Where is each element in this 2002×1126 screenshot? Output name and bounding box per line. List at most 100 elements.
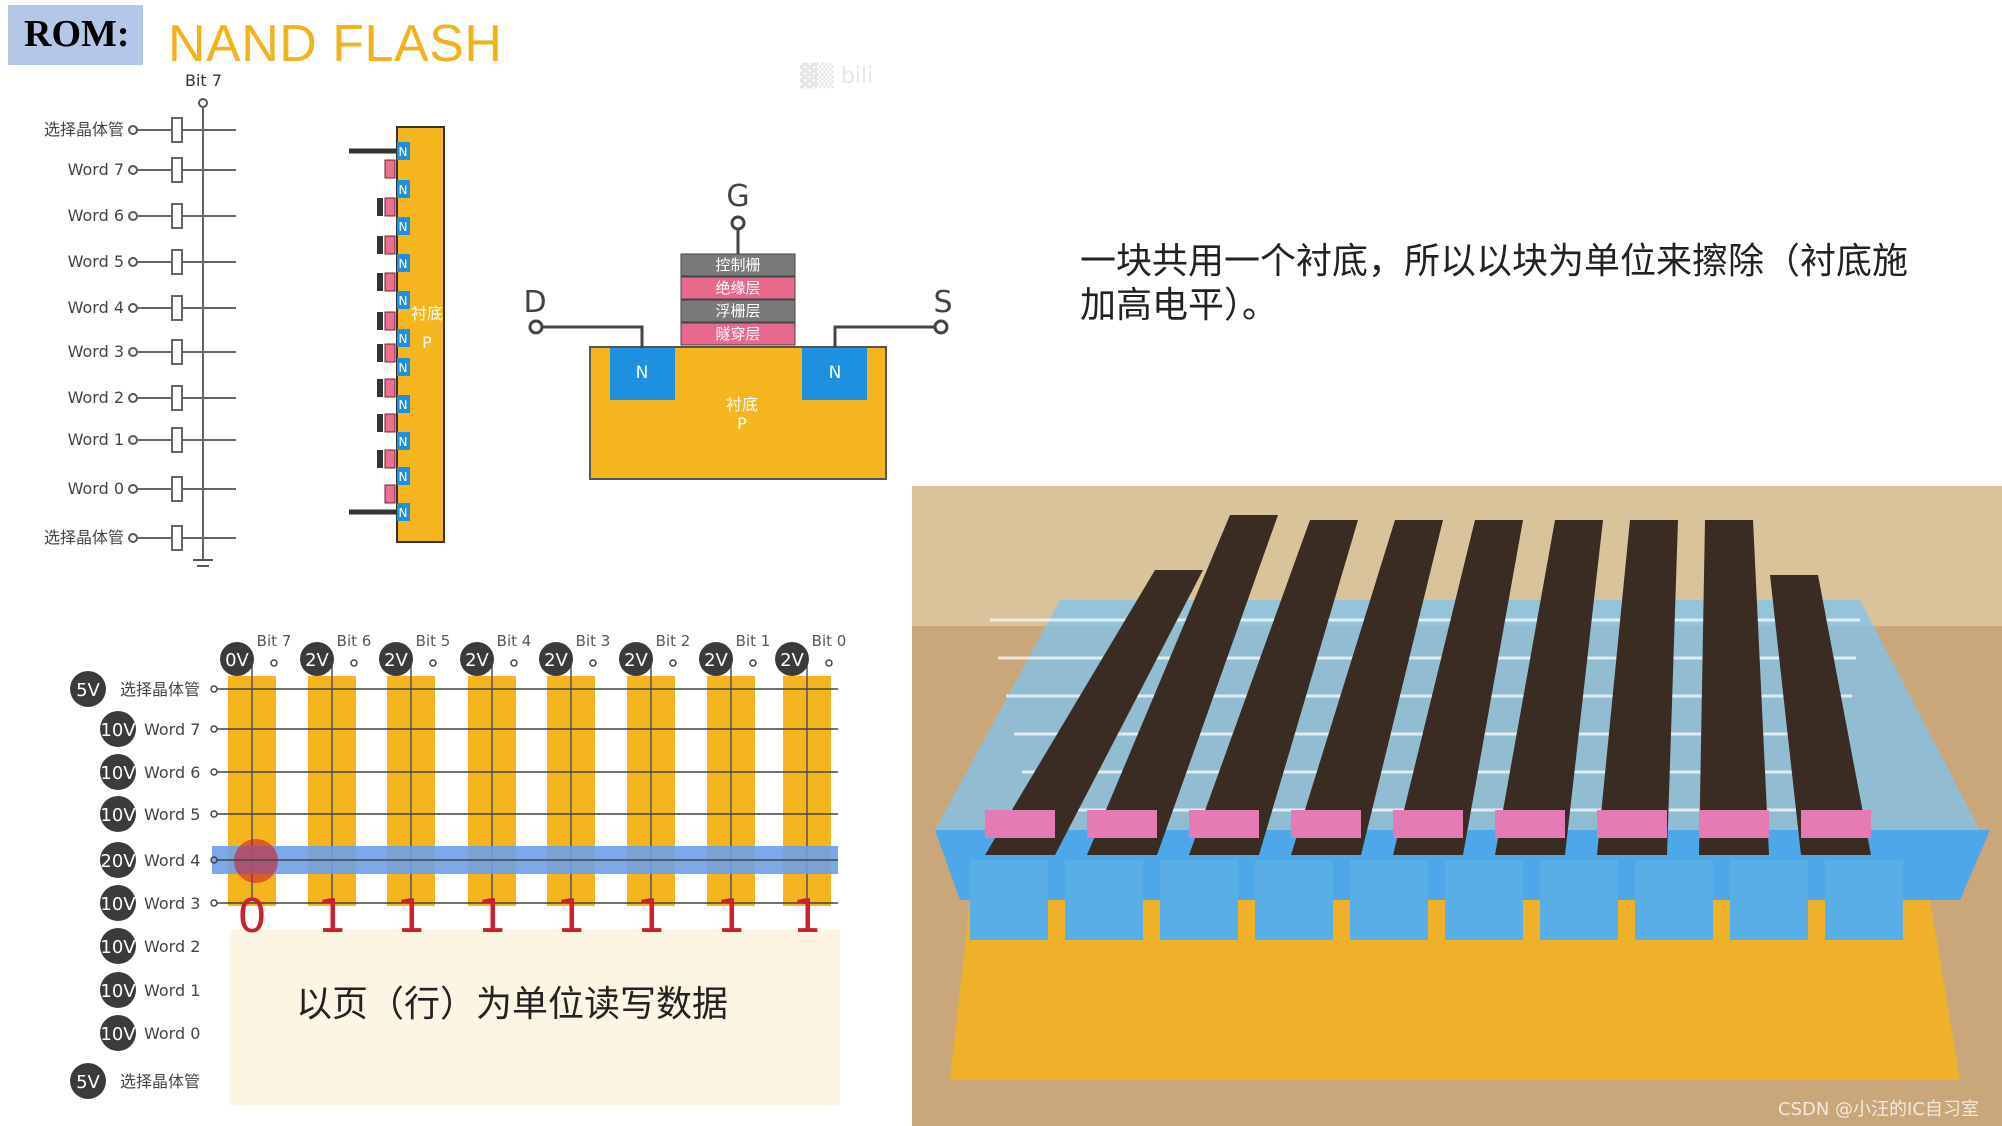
row-label: 选择晶体管 (44, 120, 124, 139)
row-label: 选择晶体管 (120, 680, 200, 699)
row-terminal (210, 810, 218, 818)
n-well-label: N (636, 363, 649, 383)
row-label: Word 4 (144, 851, 200, 870)
n-label: N (399, 183, 408, 197)
word-line-bar (1393, 520, 1523, 855)
row-terminal (128, 393, 138, 403)
bit-voltage: 2V (305, 650, 329, 671)
row-terminal (210, 685, 218, 693)
word-line-bar (1087, 515, 1278, 855)
bit-label: Bit 7 (257, 632, 292, 650)
bit-terminal (825, 659, 833, 667)
row-label: Word 5 (144, 805, 200, 824)
row-voltage-badge (100, 1015, 136, 1051)
cell-transistor (171, 203, 183, 229)
bit-voltage: 2V (384, 650, 408, 671)
row-voltage: 10V (100, 981, 136, 1002)
word-line-bar (985, 570, 1203, 855)
n-well-source (802, 348, 867, 400)
row-label: 选择晶体管 (120, 1072, 200, 1091)
source-lead (833, 325, 935, 348)
slide-title: NAND FLASH (168, 15, 503, 73)
n-diffusion (397, 358, 410, 376)
gate-stack-layer (1189, 810, 1259, 838)
row-label: Word 1 (144, 981, 200, 1000)
row-label: Word 0 (68, 479, 124, 498)
cell-block (1635, 860, 1713, 940)
row-terminal (128, 347, 138, 357)
n-label: N (399, 470, 408, 484)
read-bit-value: 0 (237, 889, 266, 943)
row-voltage: 10V (100, 1024, 136, 1045)
row-label: Word 7 (144, 720, 200, 739)
row-label: Word 1 (68, 430, 124, 449)
bit-voltage-badge (300, 642, 334, 676)
row-voltage-badge (100, 711, 136, 747)
cell-block (1255, 860, 1333, 940)
cell-transistor (171, 339, 183, 365)
bit-label: Bit 0 (812, 632, 847, 650)
row-voltage: 10V (100, 805, 136, 826)
row-terminal (128, 303, 138, 313)
bit-voltage-badge (379, 642, 413, 676)
row-label: Word 4 (68, 298, 124, 317)
row-terminal (210, 899, 218, 907)
cell-block (1540, 860, 1618, 940)
bit-terminal (270, 659, 278, 667)
n-diffusion (397, 291, 410, 309)
n-label: N (399, 435, 408, 449)
row-label: Word 3 (144, 894, 200, 913)
rom-label-box (8, 5, 143, 65)
row-voltage-badge (100, 885, 136, 921)
gate-stack (384, 449, 396, 469)
gate-stack (384, 378, 396, 398)
read-bit-value: 1 (317, 889, 346, 943)
gate-layer-label: 控制栅 (715, 256, 760, 274)
row-voltage: 10V (100, 763, 136, 784)
control-gate (377, 236, 383, 254)
gate-stack (384, 197, 396, 217)
bit-terminal (510, 659, 518, 667)
source-terminal (933, 319, 949, 335)
row-voltage-badge (100, 928, 136, 964)
bit-label: Bit 3 (576, 632, 611, 650)
row-terminal (128, 435, 138, 445)
read-bit-value: 1 (396, 889, 425, 943)
row-terminal (210, 725, 218, 733)
erase-description: 一块共用一个衬底，所以以块为单位来擦除（衬底施加高电平）。 (1080, 241, 1909, 326)
n-diffusion (397, 329, 410, 347)
bit-voltage-badge (460, 642, 494, 676)
control-gate (377, 312, 383, 330)
control-gate (377, 414, 383, 432)
n-diffusion (397, 142, 410, 160)
row-voltage-badge (70, 1063, 106, 1099)
n-well-drain (610, 348, 675, 400)
control-gate (377, 273, 383, 291)
row-label: Word 2 (144, 937, 200, 956)
bit-label: Bit 1 (736, 632, 771, 650)
cell-transistor (171, 427, 183, 453)
drain-label: D (523, 285, 546, 320)
bit-label: Bit 6 (337, 632, 372, 650)
row-label: Word 6 (68, 206, 124, 225)
word-line-bar (1597, 520, 1678, 855)
row-terminal (128, 533, 138, 543)
row-terminal (128, 125, 138, 135)
cell-block (1065, 860, 1143, 940)
faded-strings (230, 930, 840, 1105)
gate-layer-label: 绝缘层 (715, 279, 760, 297)
cell-transistor (171, 157, 183, 183)
n-diffusion (397, 180, 410, 198)
n-label: N (399, 361, 408, 375)
gate-stack (384, 272, 396, 292)
row-terminal (128, 211, 138, 221)
n-label: N (399, 294, 408, 308)
gate-stack-layer (1291, 810, 1361, 838)
bit-label: Bit 5 (416, 632, 451, 650)
n-label: N (399, 220, 408, 234)
gate-layer (680, 322, 796, 346)
